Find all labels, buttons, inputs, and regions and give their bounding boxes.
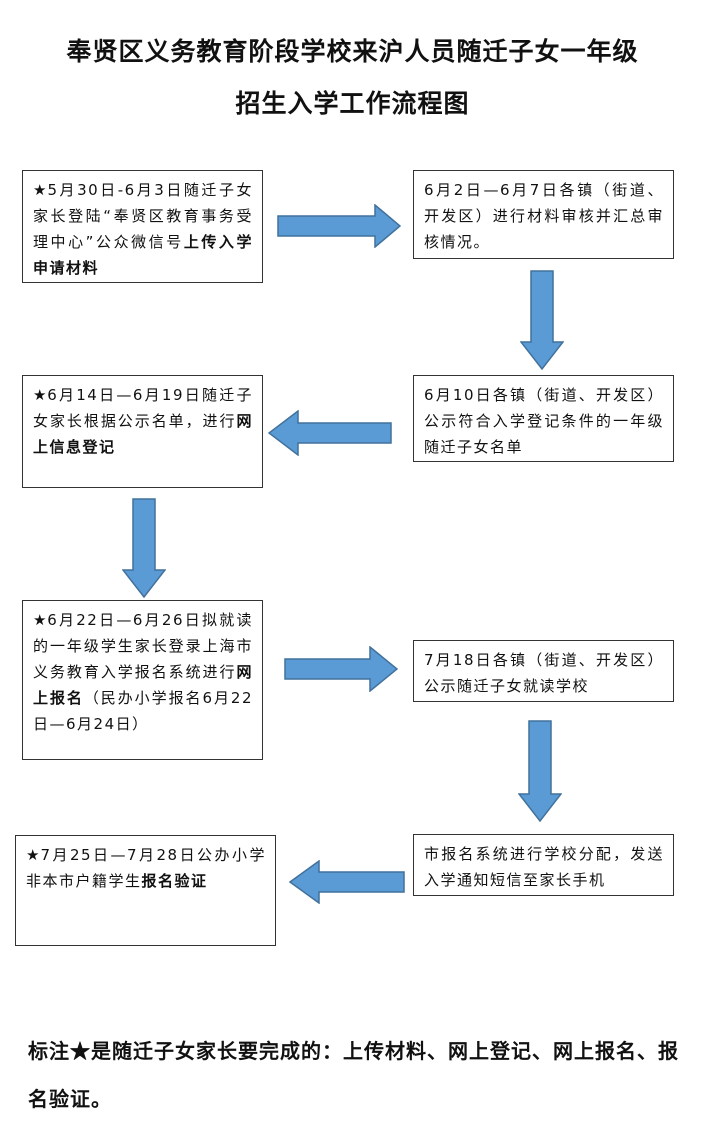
step-publish-text: 6月10日各镇（街道、开发区）公示符合入学登记条件的一年级随迁子女名单 [424, 386, 664, 456]
arrow-left-icon [268, 410, 392, 456]
star-icon: ★ [33, 181, 48, 199]
step-online-registration: ★6月14日—6月19日随迁子女家长根据公示名单，进行网上信息登记 [22, 375, 263, 488]
star-icon: ★ [33, 386, 48, 404]
step-signup-bold: 网上报名 [33, 663, 253, 707]
step-notify-text: 市报名系统进行学校分配，发送入学通知短信至家长手机 [424, 845, 664, 889]
step-review-text: 6月2日—6月7日各镇（街道、开发区）进行材料审核并汇总审核情况。 [424, 181, 664, 251]
step-material-review: 6月2日—6月7日各镇（街道、开发区）进行材料审核并汇总审核情况。 [413, 170, 674, 259]
legend-note: 标注★是随迁子女家长要完成的：上传材料、网上登记、网上报名、报名验证。 [28, 1039, 679, 1111]
arrow-down-icon [520, 270, 564, 370]
step-upload-text: 5月30日-6月3日随迁子女家长登陆“奉贤区教育事务受理中心”公众微信号 [33, 181, 253, 251]
step-signup-text: 6月22日—6月26日拟就读的一年级学生家长登录上海市义务教育入学报名系统进行 [33, 611, 253, 681]
step-upload-materials: ★5月30日-6月3日随迁子女家长登陆“奉贤区教育事务受理中心”公众微信号上传入… [22, 170, 263, 283]
step-register-text: 6月14日—6月19日随迁子女家长根据公示名单，进行 [33, 386, 253, 430]
step-sms-notification: 市报名系统进行学校分配，发送入学通知短信至家长手机 [413, 834, 674, 896]
arrow-down-icon [122, 498, 166, 598]
star-icon: ★ [33, 611, 48, 629]
step-register-bold: 网上信息登记 [33, 412, 253, 456]
step-online-signup: ★6月22日—6月26日拟就读的一年级学生家长登录上海市义务教育入学报名系统进行… [22, 600, 263, 760]
step-verify-text: 7月25日—7月28日公办小学非本市户籍学生 [26, 846, 266, 890]
step-school-text: 7月18日各镇（街道、开发区）公示随迁子女就读学校 [424, 651, 664, 695]
step-verify-bold: 报名验证 [141, 872, 208, 890]
arrow-right-icon [284, 646, 398, 692]
step-publish-school: 7月18日各镇（街道、开发区）公示随迁子女就读学校 [413, 640, 674, 702]
title-line-2: 招生入学工作流程图 [235, 89, 470, 118]
arrow-down-icon [518, 720, 562, 822]
arrow-right-icon [277, 204, 401, 248]
step-publish-list: 6月10日各镇（街道、开发区）公示符合入学登记条件的一年级随迁子女名单 [413, 375, 674, 462]
step-signup-tail: （民办小学报名6月22日—6月24日） [33, 689, 253, 733]
arrow-left-icon [289, 860, 405, 904]
step-upload-bold: 上传入学申请材料 [33, 233, 253, 277]
title-line-1: 奉贤区义务教育阶段学校来沪人员随迁子女一年级 [66, 37, 639, 66]
step-signup-verification: ★7月25日—7月28日公办小学非本市户籍学生报名验证 [15, 835, 276, 946]
star-icon: ★ [26, 846, 41, 864]
